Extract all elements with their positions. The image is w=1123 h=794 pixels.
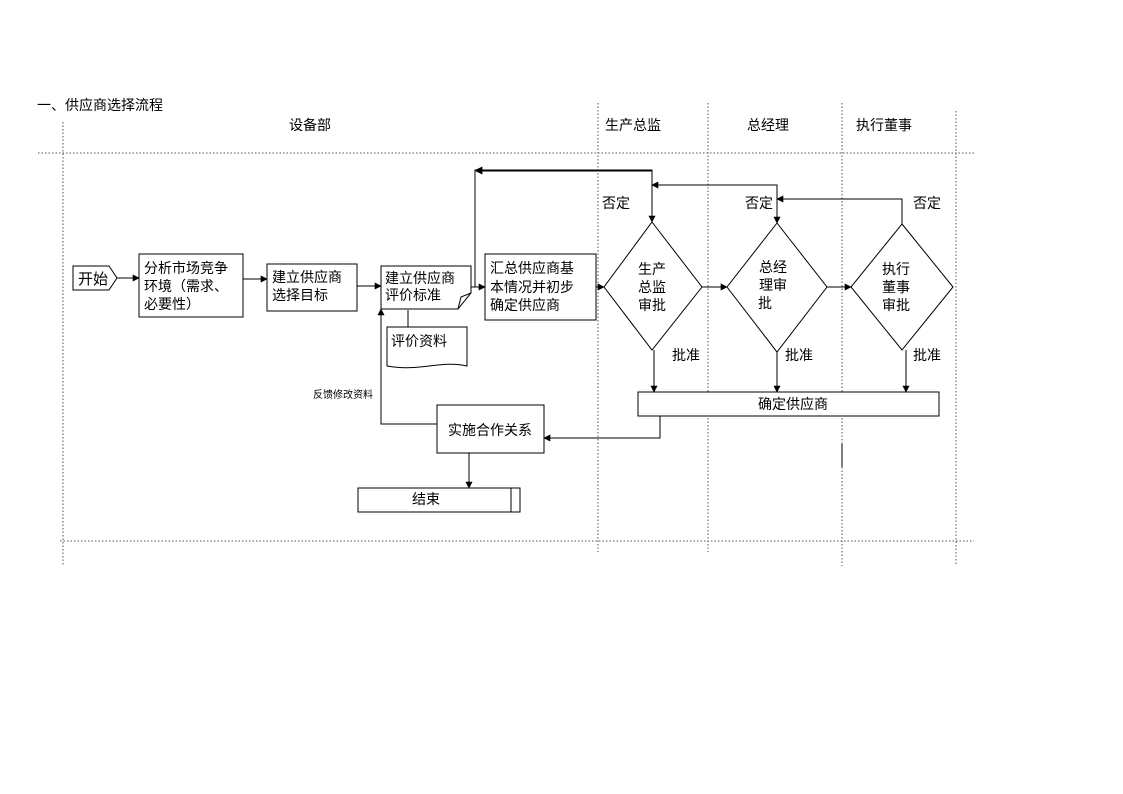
prod-approve-line-1: 生产	[638, 262, 666, 278]
start-label: 开始	[78, 270, 108, 288]
summary-box: 汇总供应商基 本情况并初步 确定供应商	[484, 253, 597, 321]
prod-approve-line-3: 审批	[638, 298, 666, 314]
page-heading: 一、供应商选择流程	[37, 97, 163, 114]
analyze-line-1: 分析市场竞争	[144, 260, 228, 277]
dir-approve-line-3: 审批	[882, 298, 910, 314]
evaluation-data-label: 评价资料	[391, 334, 447, 350]
lane-header-production: 生产总监	[605, 118, 661, 134]
start-node: 开始	[72, 265, 118, 291]
summary-line-1: 汇总供应商基	[490, 260, 574, 277]
criteria-line-1: 建立供应商	[385, 270, 455, 287]
implement-cooperation-box: 实施合作关系	[436, 404, 545, 454]
implement-label: 实施合作关系	[448, 423, 532, 439]
gm-approve-line-3: 批	[758, 296, 772, 312]
evaluation-criteria-box: 建立供应商 评价标准	[380, 265, 472, 310]
end-node: 结束	[357, 487, 521, 513]
analyze-line-3: 必要性）	[144, 297, 200, 313]
selection-target-box: 建立供应商 选择目标	[266, 263, 358, 312]
evaluation-data-doc: 评价资料	[386, 310, 468, 369]
director-approval-diamond: 执行 董事 审批	[850, 223, 954, 351]
summary-line-3: 确定供应商	[490, 297, 560, 314]
criteria-line-2: 评价标准	[385, 288, 441, 304]
summary-line-2: 本情况并初步	[490, 279, 574, 296]
gm-approve-line-1: 总经	[759, 260, 787, 276]
gm-approve-line-2: 理审	[759, 278, 787, 294]
approve-label-director: 批准	[913, 348, 941, 364]
dir-approve-line-1: 执行	[882, 262, 910, 278]
reject-label-gm: 否定	[745, 196, 773, 212]
connectors	[117, 166, 910, 489]
swimlane-grid	[38, 103, 976, 566]
approve-label-production: 批准	[672, 348, 700, 364]
reject-label-production: 否定	[602, 196, 630, 212]
analyze-line-2: 环境（需求、	[144, 279, 228, 295]
feedback-label: 反馈修改资料	[313, 388, 373, 401]
prod-approve-line-2: 总监	[638, 280, 666, 296]
end-label: 结束	[412, 492, 440, 508]
lane-header-gm: 总经理	[747, 118, 789, 134]
approve-label-gm: 批准	[785, 348, 813, 364]
lane-header-equipment: 设备部	[289, 117, 331, 134]
reject-label-director: 否定	[913, 196, 941, 212]
dir-approve-line-2: 董事	[882, 280, 910, 296]
lane-header-director: 执行董事	[856, 118, 912, 134]
gm-approval-diamond: 总经 理审 批	[726, 222, 828, 353]
target-line-2: 选择目标	[272, 288, 328, 304]
confirm-supplier-label: 确定供应商	[758, 396, 828, 413]
target-line-1: 建立供应商	[272, 269, 342, 286]
analyze-market-box: 分析市场竞争 环境（需求、 必要性）	[138, 253, 244, 318]
production-approval-diamond: 生产 总监 审批	[603, 221, 703, 351]
confirm-supplier-box: 确定供应商	[637, 391, 940, 417]
